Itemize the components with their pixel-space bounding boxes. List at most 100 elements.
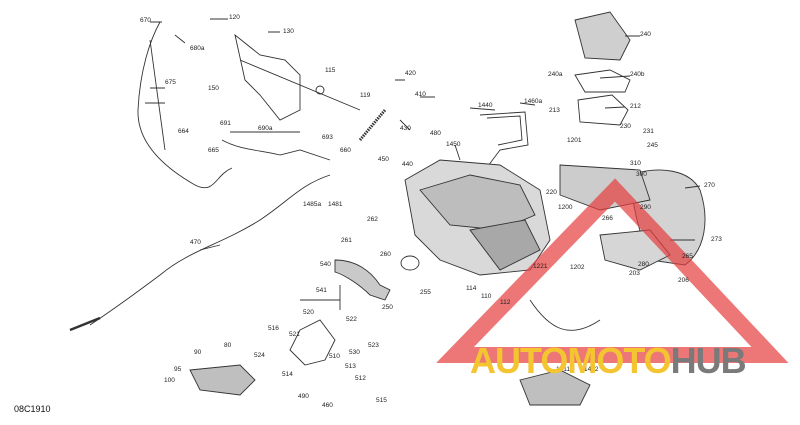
callout-541: 541: [316, 287, 327, 294]
engine-head: [419, 174, 536, 231]
callout-240a: 240a: [548, 71, 563, 78]
callout-516: 516: [268, 325, 279, 332]
callout-670: 670: [140, 17, 151, 24]
callout-261: 261: [341, 237, 352, 244]
pedal-80: [189, 364, 256, 396]
callout-1460a: 1460a: [524, 98, 543, 105]
watermark-logo: AUTOMOTOHUB: [470, 340, 747, 381]
cable-470: [89, 174, 331, 326]
washer-115: [315, 85, 325, 95]
callout-112: 112: [500, 299, 511, 306]
callout-430: 430: [400, 125, 411, 132]
callout-540: 540: [320, 261, 331, 268]
callout-255: 255: [420, 289, 431, 296]
callout-130: 130: [283, 28, 294, 35]
callout-230: 230: [620, 123, 631, 130]
callout-150: 150: [208, 85, 219, 92]
callout-290: 290: [640, 204, 651, 211]
callout-480: 480: [430, 130, 441, 137]
callout-270: 270: [704, 182, 715, 189]
callout-266: 266: [602, 215, 613, 222]
callout-1411: 1411: [556, 366, 570, 373]
hose-lower-right: [529, 299, 601, 331]
clamp-255: [400, 255, 420, 271]
callout-665: 665: [208, 147, 219, 154]
callout-512: 512: [355, 375, 366, 382]
callout-450: 450: [378, 156, 389, 163]
callout-1202: 1202: [570, 264, 585, 271]
line-art: [69, 11, 706, 406]
callout-220: 220: [546, 189, 557, 196]
callout-513: 513: [345, 363, 356, 370]
diagram-code: 08C1910: [14, 404, 51, 414]
callout-310: 310: [630, 160, 641, 167]
callout-213: 213: [549, 107, 560, 114]
callout-300: 300: [636, 171, 647, 178]
callout-524: 524: [254, 352, 265, 359]
callout-691: 691: [220, 120, 231, 127]
callout-1412: 1412: [584, 366, 599, 373]
callout-273: 273: [711, 236, 722, 243]
callout-240b: 240b: [630, 71, 645, 78]
watermark-part2: HUB: [670, 340, 747, 381]
pipe-1440-inner: [486, 115, 523, 146]
intake-hose-250: [334, 259, 391, 301]
callout-522: 522: [346, 316, 357, 323]
callout-1450: 1450: [446, 141, 461, 148]
callout-206: 206: [678, 277, 689, 284]
callout-440: 440: [402, 161, 413, 168]
shaft-115: [239, 59, 361, 111]
callout-95: 95: [174, 366, 182, 373]
link-691: [221, 139, 331, 161]
callout-1440: 1440: [478, 102, 493, 109]
callout-470: 470: [190, 239, 201, 246]
callout-212: 212: [630, 103, 641, 110]
callout-523: 523: [368, 342, 379, 349]
cover-240: [574, 11, 631, 61]
watermark-triangle: [436, 178, 789, 363]
callout-515: 515: [376, 397, 387, 404]
rod-675: [149, 39, 166, 151]
callout-675: 675: [165, 79, 176, 86]
leader-lines: [150, 18, 701, 251]
callout-240: 240: [640, 31, 651, 38]
callout-110: 110: [481, 293, 492, 300]
spring-119: [358, 109, 387, 141]
callout-490: 490: [298, 393, 309, 400]
callout-460: 460: [322, 402, 333, 409]
callout-1481: 1481: [328, 201, 343, 208]
callout-1221: 1221: [533, 263, 548, 270]
engine-case: [469, 219, 541, 271]
callout-693: 693: [322, 134, 333, 141]
cable-end-470: [69, 316, 101, 332]
gasket-240a: [574, 69, 631, 93]
callout-530: 530: [349, 349, 360, 356]
callout-420: 420: [405, 70, 416, 77]
callout-250: 250: [382, 304, 393, 311]
callout-690a: 690a: [258, 125, 273, 132]
callout-664: 664: [178, 128, 189, 135]
callout-1200: 1200: [558, 204, 573, 211]
callout-114: 114: [466, 285, 477, 292]
callout-262: 262: [367, 216, 378, 223]
shift-bracket-130: [234, 33, 301, 121]
gasket-212: [577, 94, 629, 126]
callout-80: 80: [224, 342, 232, 349]
callout-90: 90: [194, 349, 202, 356]
cable-670: [137, 21, 233, 188]
callout-1201: 1201: [567, 137, 582, 144]
callout-280: 280: [638, 261, 649, 268]
callout-231: 231: [643, 128, 654, 135]
callout-265: 265: [682, 253, 693, 260]
callout-520: 520: [303, 309, 314, 316]
callout-119: 119: [360, 92, 371, 99]
callout-100: 100: [164, 377, 175, 384]
callout-410: 410: [415, 91, 426, 98]
housing-1411: [519, 369, 591, 406]
pipe-1440: [479, 111, 529, 171]
callout-115: 115: [325, 67, 336, 74]
callout-521: 521: [289, 331, 300, 338]
callout-660: 660: [340, 147, 351, 154]
watermark-part1: AUTOMOTO: [470, 340, 672, 381]
